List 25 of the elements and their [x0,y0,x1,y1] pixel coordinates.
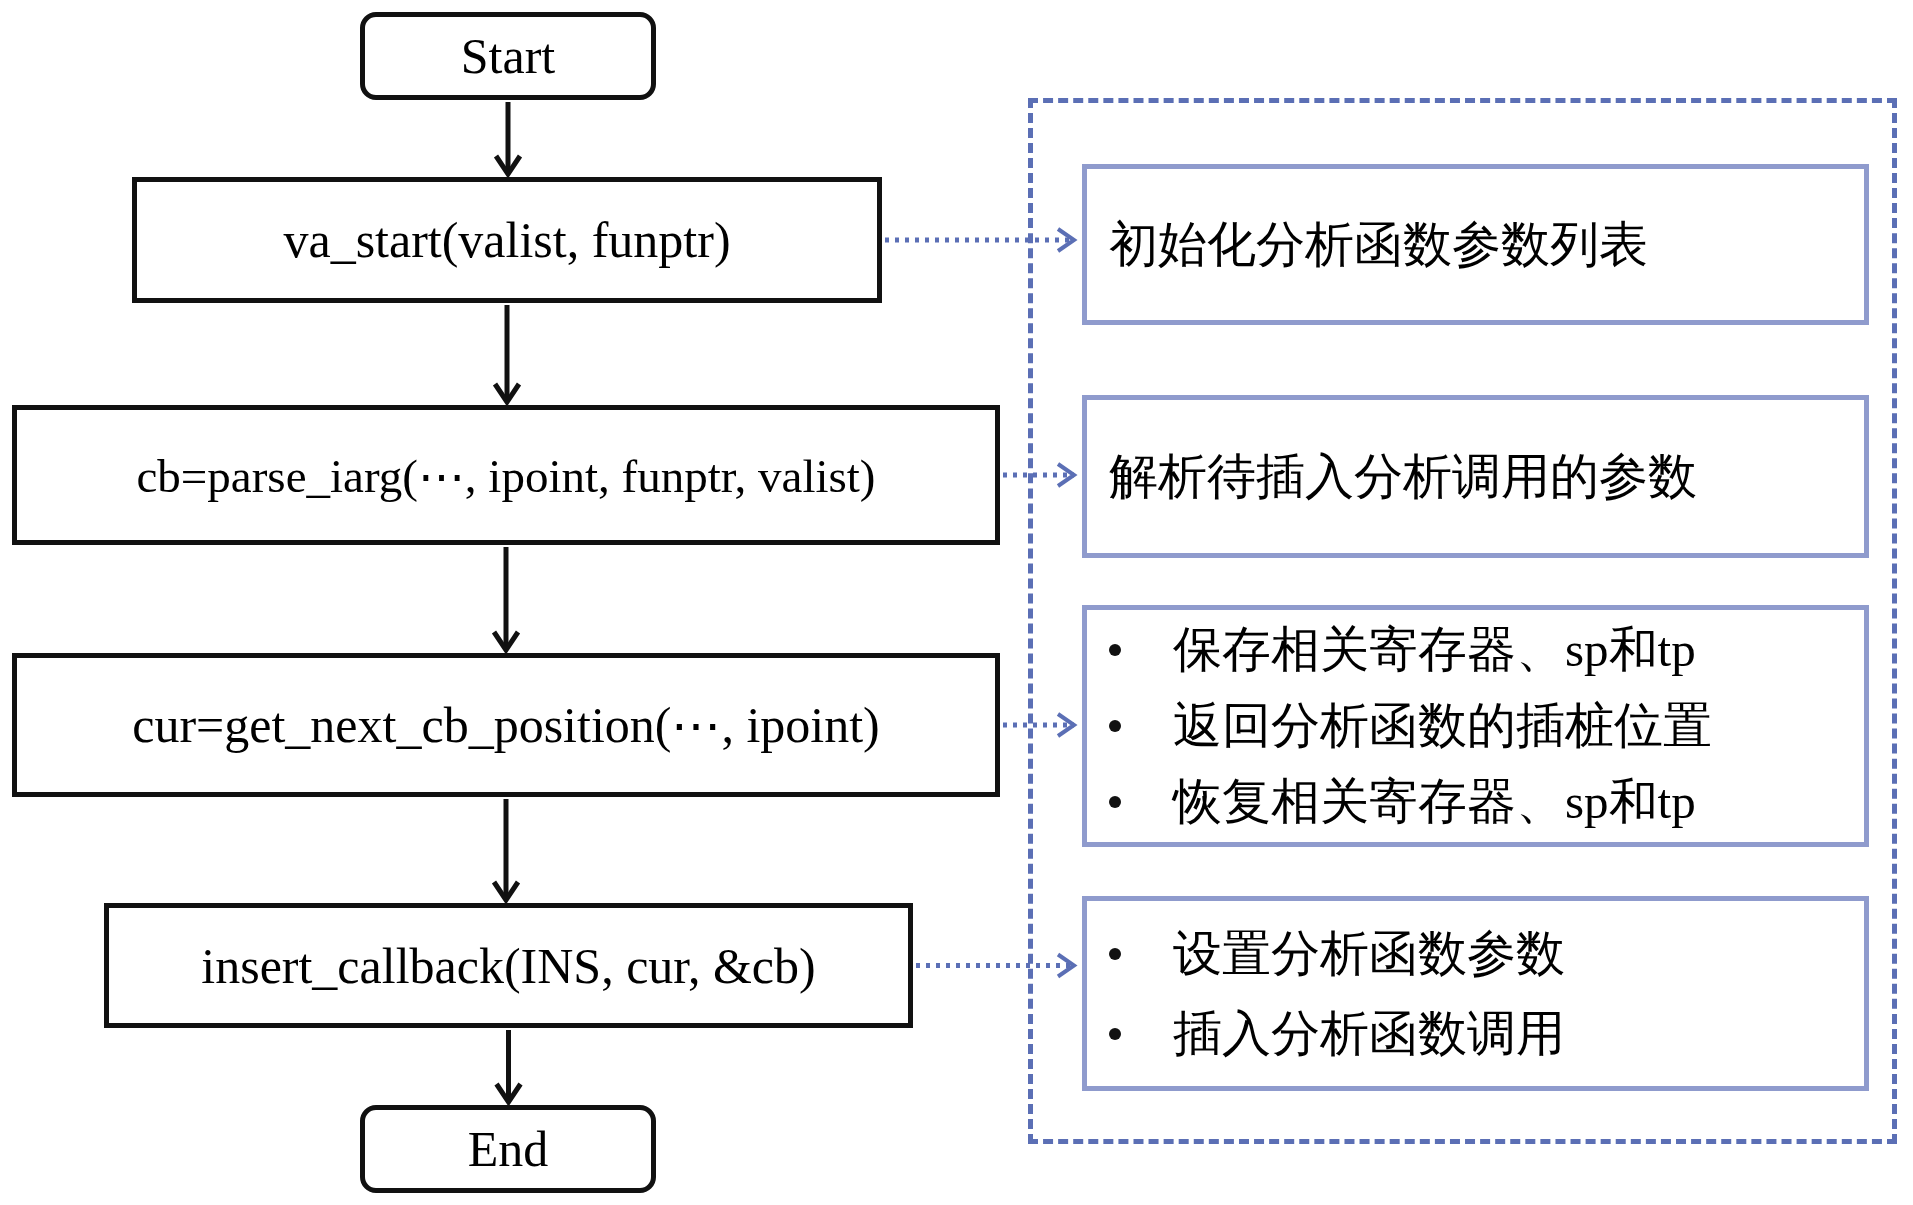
bullet-text: 设置分析函数参数 [1173,924,1565,983]
process-box: insert_callback(INS, cur, &cb) [104,903,913,1028]
arrow [916,952,1076,979]
note-box: 解析待插入分析调用的参数 [1082,395,1869,558]
process-box: va_start(valist, funptr) [132,177,882,303]
bullet-text: 保存相关寄存器、sp和tp [1173,621,1696,679]
note-box [1082,605,1869,847]
terminal-box: End [360,1105,656,1193]
bullet-text: 恢复相关寄存器、sp和tp [1173,773,1696,831]
note-box: 初始化分析函数参数列表 [1082,164,1869,325]
bullet-text: 插入分析函数调用 [1173,1004,1565,1063]
arrow [1003,712,1076,738]
arrow [493,102,523,177]
process-box: cur=get_next_cb_position(⋯, ipoint) [12,653,1000,797]
process-box: cb=parse_iarg(⋯, ipoint, funptr, valist) [12,405,1000,545]
terminal-box: Start [360,12,656,100]
arrow [885,227,1076,253]
arrow [494,1030,523,1105]
arrow [1003,462,1076,488]
note-box [1082,896,1869,1091]
bullet-text: 返回分析函数的插桩位置 [1173,697,1712,755]
arrow [492,305,522,405]
arrow [491,547,521,653]
arrow [491,799,521,903]
group-frame [1028,98,1897,1144]
